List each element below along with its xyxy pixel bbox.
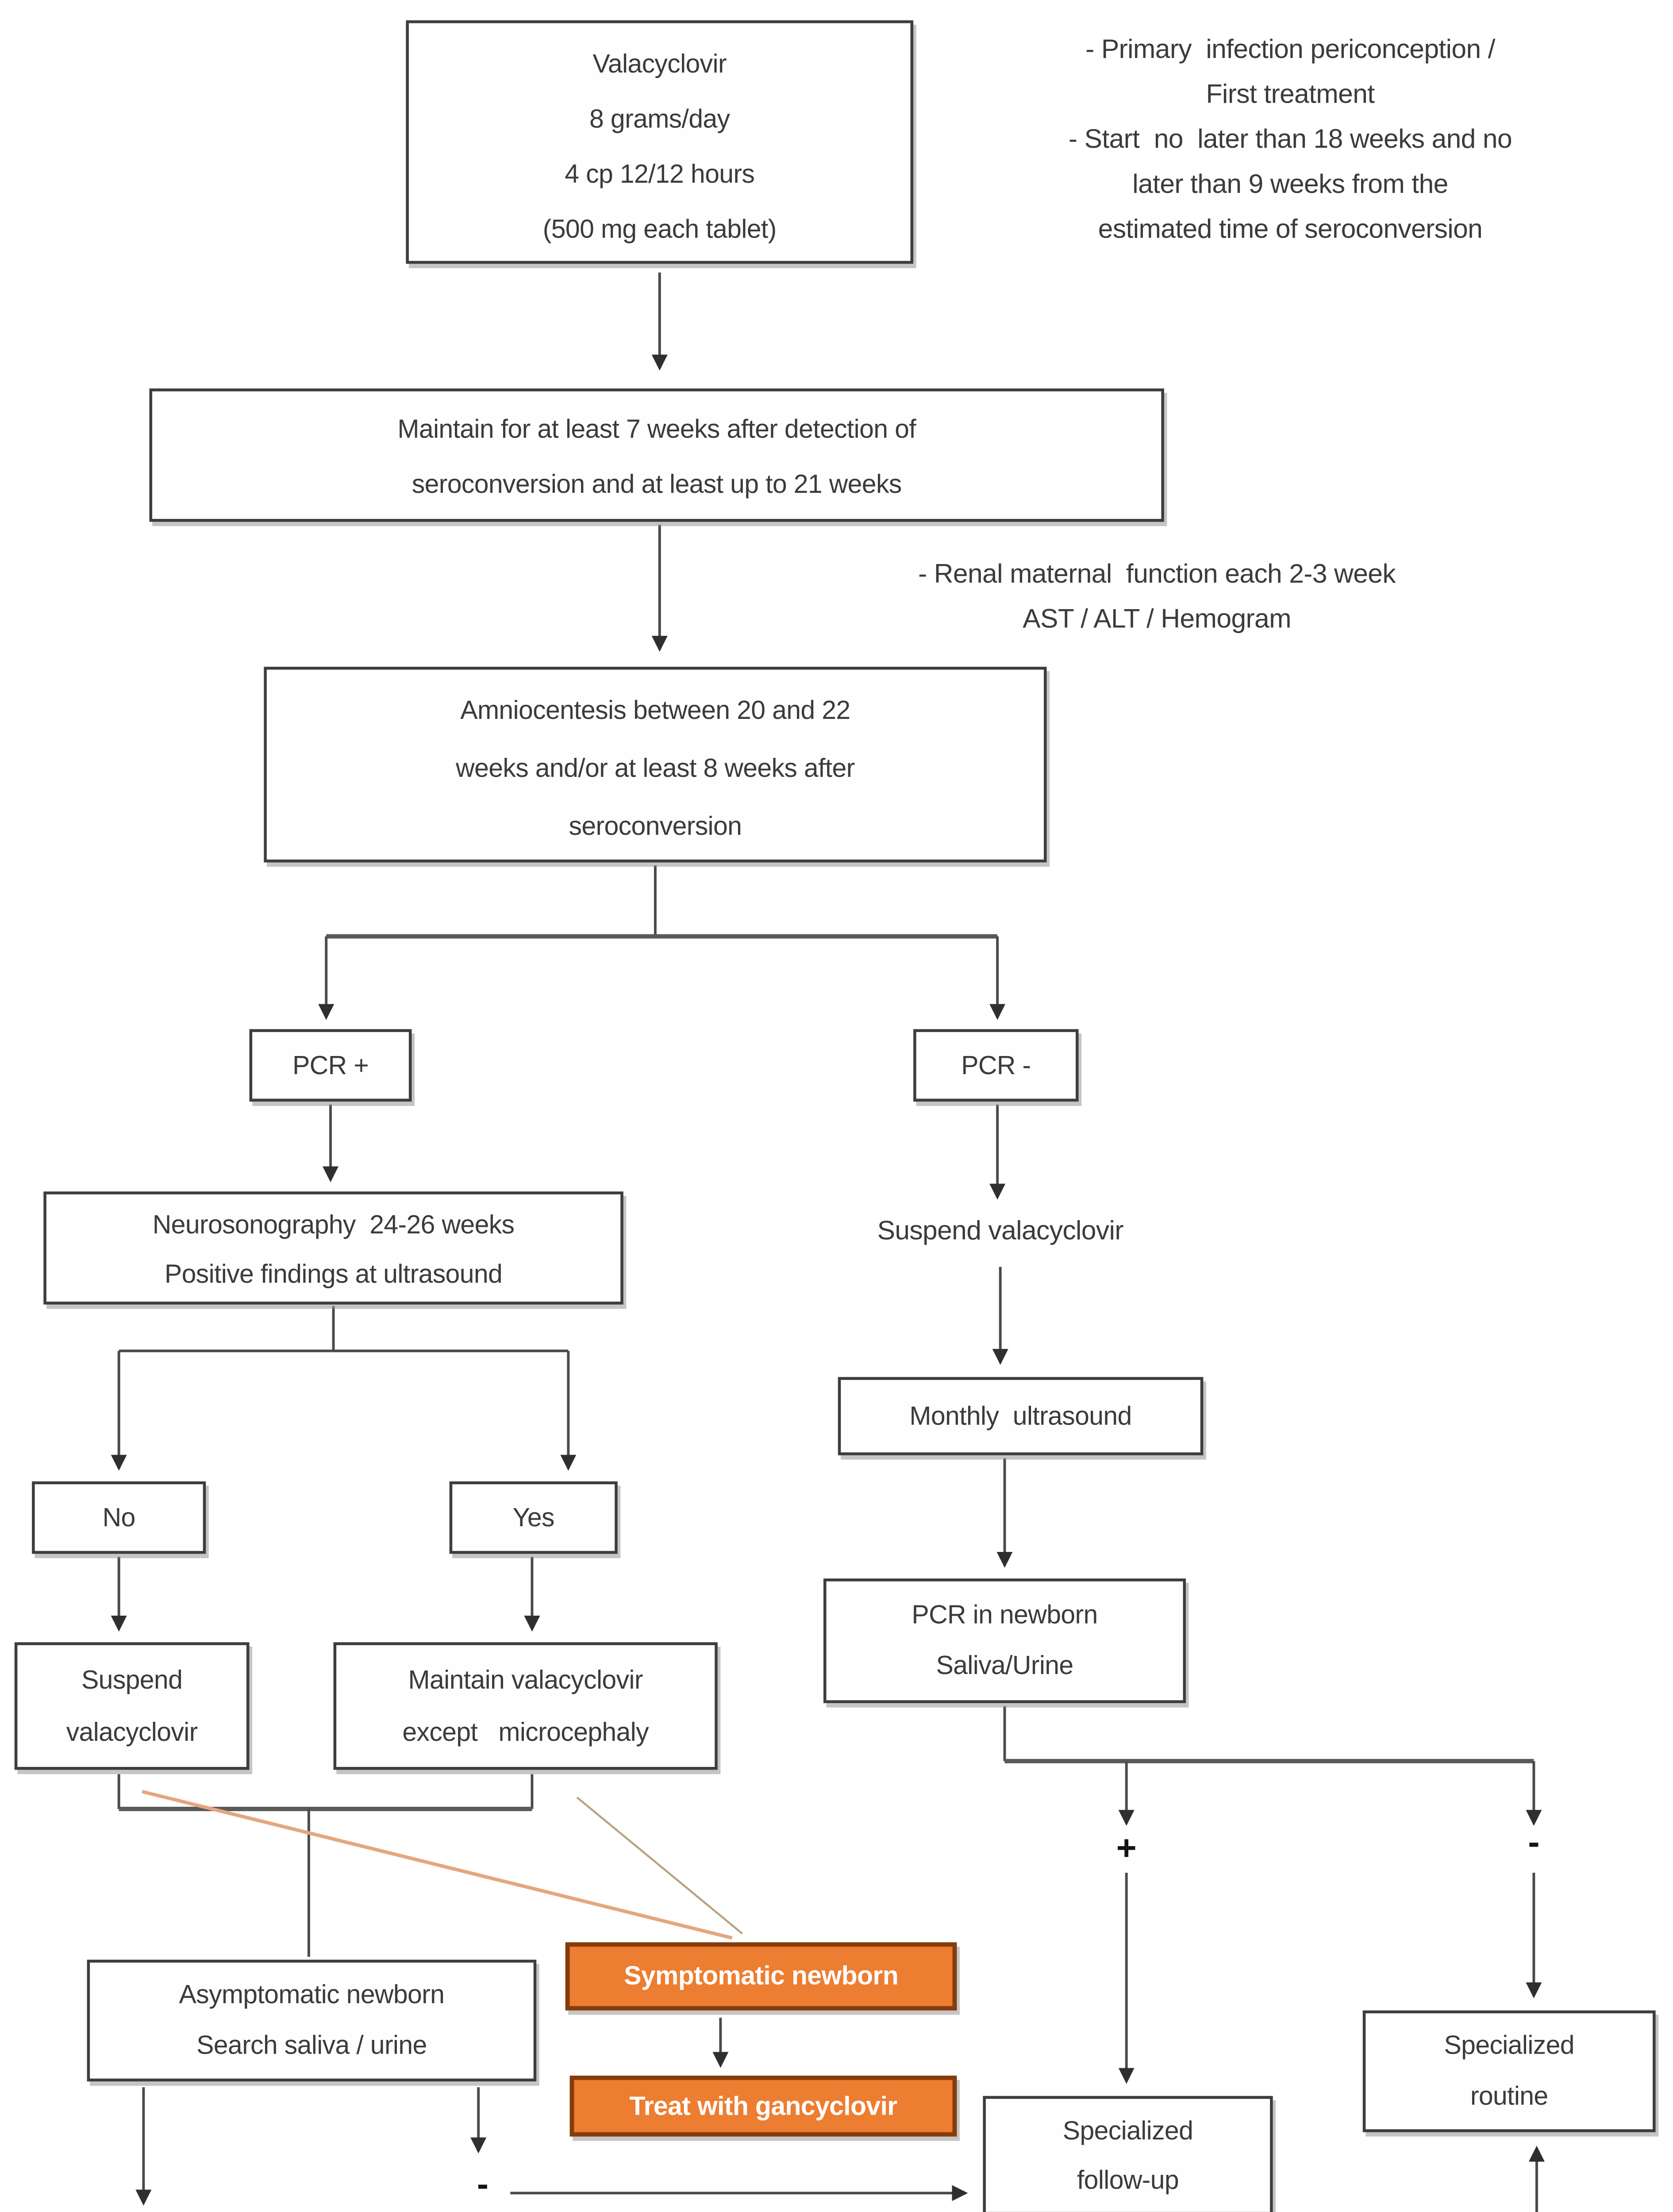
box-text-line: Search saliva / urine xyxy=(196,2031,427,2060)
pointer-line-maintain-to-symptomatic xyxy=(576,1796,743,1935)
box-text-line: Treat with gancyclovir xyxy=(629,2091,897,2120)
box-text-line: Maintain valacyclovir xyxy=(408,1665,643,1695)
box-neurosonography: Neurosonography 24-26 weeks Positive fin… xyxy=(43,1191,623,1305)
sign-asymptomatic-negative: - xyxy=(477,2165,489,2205)
box-symptomatic-newborn: Symptomatic newborn xyxy=(565,1942,957,2011)
box-text-line: weeks and/or at least 8 weeks after xyxy=(456,753,855,783)
pointer-line-suspend-to-symptomatic xyxy=(142,1790,733,1940)
sign-pcr-newborn-negative: - xyxy=(1528,1823,1540,1863)
note-periconception: - Primary infection periconception / Fir… xyxy=(964,26,1616,251)
box-text-line: Specialized xyxy=(1444,2031,1574,2060)
box-text-line: Neurosonography 24-26 weeks xyxy=(152,1210,515,1240)
note-line: AST / ALT / Hemogram xyxy=(1023,603,1291,634)
box-yes: Yes xyxy=(449,1481,618,1554)
box-pcr-positive: PCR + xyxy=(249,1029,412,1102)
box-pcr-negative: PCR - xyxy=(913,1029,1079,1102)
box-pcr-newborn: PCR in newborn Saliva/Urine xyxy=(823,1578,1186,1703)
box-text-line: (500 mg each tablet) xyxy=(542,214,777,244)
box-text-line: seroconversion and at least up to 21 wee… xyxy=(412,469,902,499)
box-text-line: Saliva/Urine xyxy=(936,1651,1073,1680)
box-text-line: Maintain for at least 7 weeks after dete… xyxy=(397,415,916,444)
box-text-line: PCR - xyxy=(961,1050,1031,1079)
box-specialized-followup: Specialized follow-up xyxy=(983,2096,1273,2212)
box-text-line: Amniocentesis between 20 and 22 xyxy=(460,695,850,725)
box-text-line: Suspend xyxy=(81,1665,183,1695)
note-line: - Start no later than 18 weeks and no xyxy=(1068,123,1512,154)
box-text-line: 4 cp 12/12 hours xyxy=(565,159,755,188)
label-suspend-valacyclovir: Suspend valacyclovir xyxy=(877,1214,1124,1245)
box-text-line: PCR + xyxy=(292,1050,369,1079)
box-text-line: PCR in newborn xyxy=(911,1600,1098,1629)
box-text-line: Asymptomatic newborn xyxy=(179,1980,445,2009)
box-text-line: seroconversion xyxy=(569,811,742,841)
box-monthly-ultrasound: Monthly ultrasound xyxy=(838,1377,1204,1455)
box-valacyclovir-dose: Valacyclovir 8 grams/day 4 cp 12/12 hour… xyxy=(406,20,914,264)
box-text-line: Positive findings at ultrasound xyxy=(164,1260,503,1289)
box-maintain-7-weeks: Maintain for at least 7 weeks after dete… xyxy=(149,388,1164,522)
box-no: No xyxy=(32,1481,206,1554)
box-text-line: routine xyxy=(1470,2081,1548,2111)
box-treat-gancyclovir: Treat with gancyclovir xyxy=(569,2075,957,2137)
note-line: later than 9 weeks from the xyxy=(1132,168,1448,199)
box-text-line: Specialized xyxy=(1062,2116,1193,2146)
note-line: - Primary infection periconception / xyxy=(1085,33,1495,64)
box-asymptomatic-newborn: Asymptomatic newborn Search saliva / uri… xyxy=(87,1959,537,2081)
box-text-line: valacyclovir xyxy=(66,1717,198,1747)
note-renal-monitoring: - Renal maternal function each 2-3 week … xyxy=(838,551,1476,641)
box-text-line: No xyxy=(102,1502,136,1532)
note-line: estimated time of seroconversion xyxy=(1098,213,1483,244)
sign-pcr-newborn-positive: + xyxy=(1116,1829,1137,1869)
box-suspend-valacyclovir: Suspend valacyclovir xyxy=(14,1642,250,1770)
note-line: - Renal maternal function each 2-3 week xyxy=(918,558,1396,589)
box-text-line: Monthly ultrasound xyxy=(909,1401,1132,1430)
note-line: First treatment xyxy=(1206,78,1375,109)
box-text-line: 8 grams/day xyxy=(589,104,730,134)
box-text-line: Yes xyxy=(512,1502,555,1532)
box-text-line: follow-up xyxy=(1077,2165,1179,2195)
box-text-line: except microcephaly xyxy=(402,1717,649,1747)
box-maintain-valacyclovir: Maintain valacyclovir except microcephal… xyxy=(333,1642,718,1770)
box-text-line: Symptomatic newborn xyxy=(624,1961,899,1990)
box-specialized-routine: Specialized routine xyxy=(1362,2010,1656,2132)
box-text-line: Valacyclovir xyxy=(592,49,727,78)
box-amniocentesis: Amniocentesis between 20 and 22 weeks an… xyxy=(264,667,1047,863)
